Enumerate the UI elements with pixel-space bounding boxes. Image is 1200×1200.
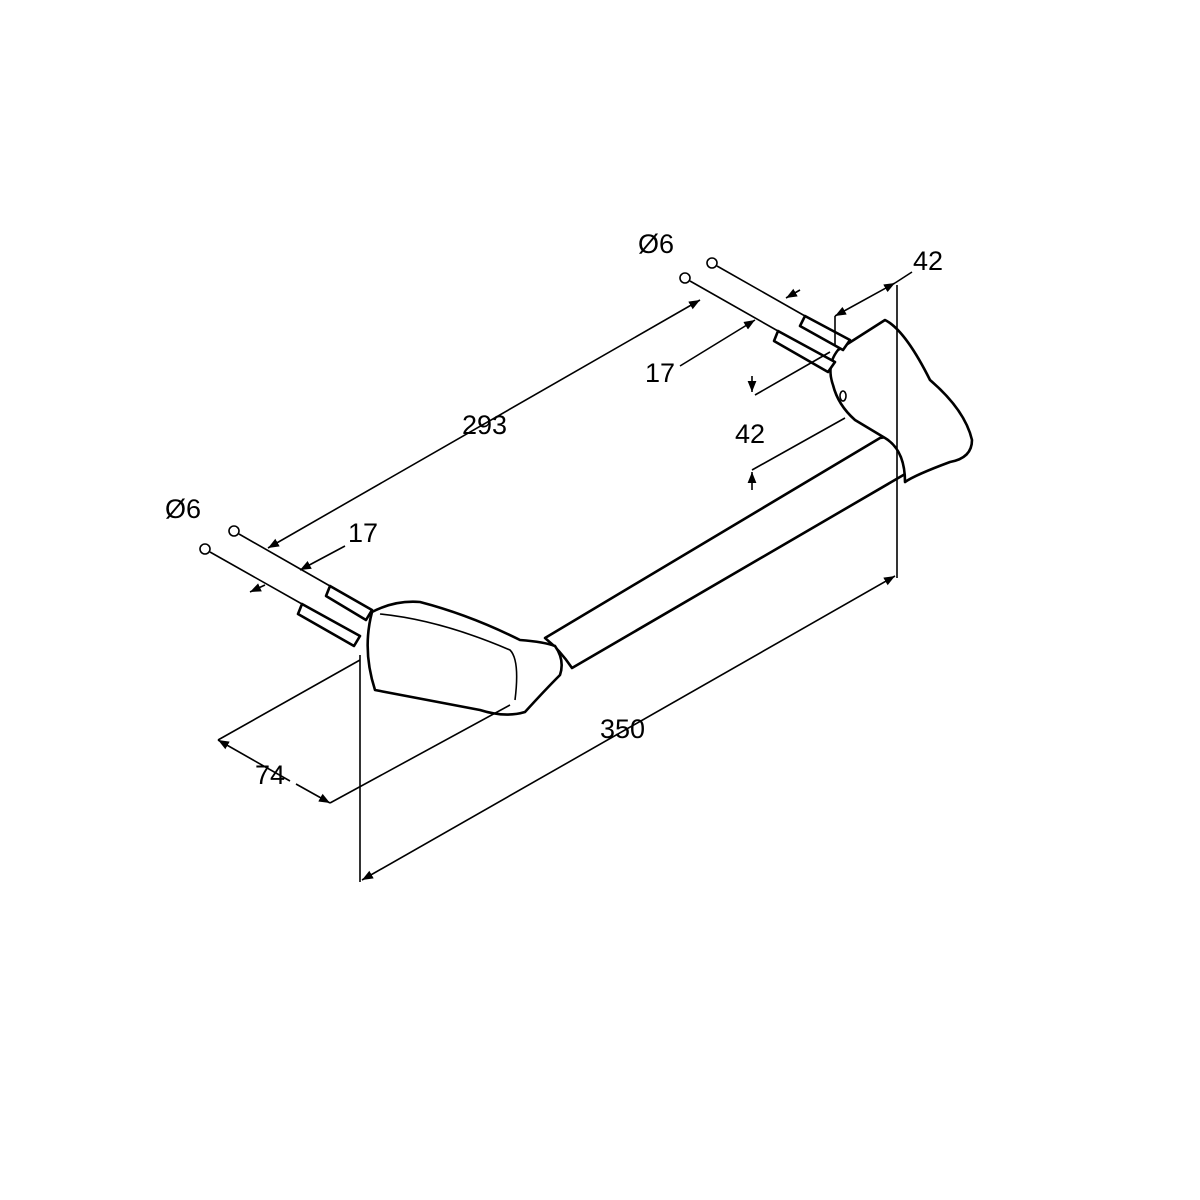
dim-293 <box>267 299 701 549</box>
dimension-labels: 350 293 74 Ø6 Ø6 17 17 42 42 <box>165 229 943 790</box>
left-bracket <box>366 600 563 716</box>
label-diameter-left: Ø6 <box>165 494 201 524</box>
label-42-top: 42 <box>913 246 943 276</box>
label-42-bracket: 42 <box>735 419 765 449</box>
wall-anchor <box>296 602 362 648</box>
hole-marker <box>706 257 718 269</box>
wall-anchor <box>798 314 852 352</box>
dim-350 <box>361 575 896 881</box>
wall-anchor <box>772 329 837 374</box>
hole-marker <box>679 272 691 284</box>
dimension-lines <box>217 271 913 882</box>
hole-marker <box>228 525 240 537</box>
right-bracket-hole <box>839 390 847 402</box>
wall-anchor <box>324 584 374 622</box>
label-350: 350 <box>600 714 645 744</box>
label-17-right: 17 <box>645 358 675 388</box>
label-diameter-right: Ø6 <box>638 229 674 259</box>
hole-marker <box>199 543 211 555</box>
label-17-left: 17 <box>348 518 378 548</box>
label-74: 74 <box>255 760 285 790</box>
label-293: 293 <box>462 410 507 440</box>
screws <box>199 257 852 648</box>
bar-tube <box>543 435 914 670</box>
right-bracket <box>829 318 974 484</box>
